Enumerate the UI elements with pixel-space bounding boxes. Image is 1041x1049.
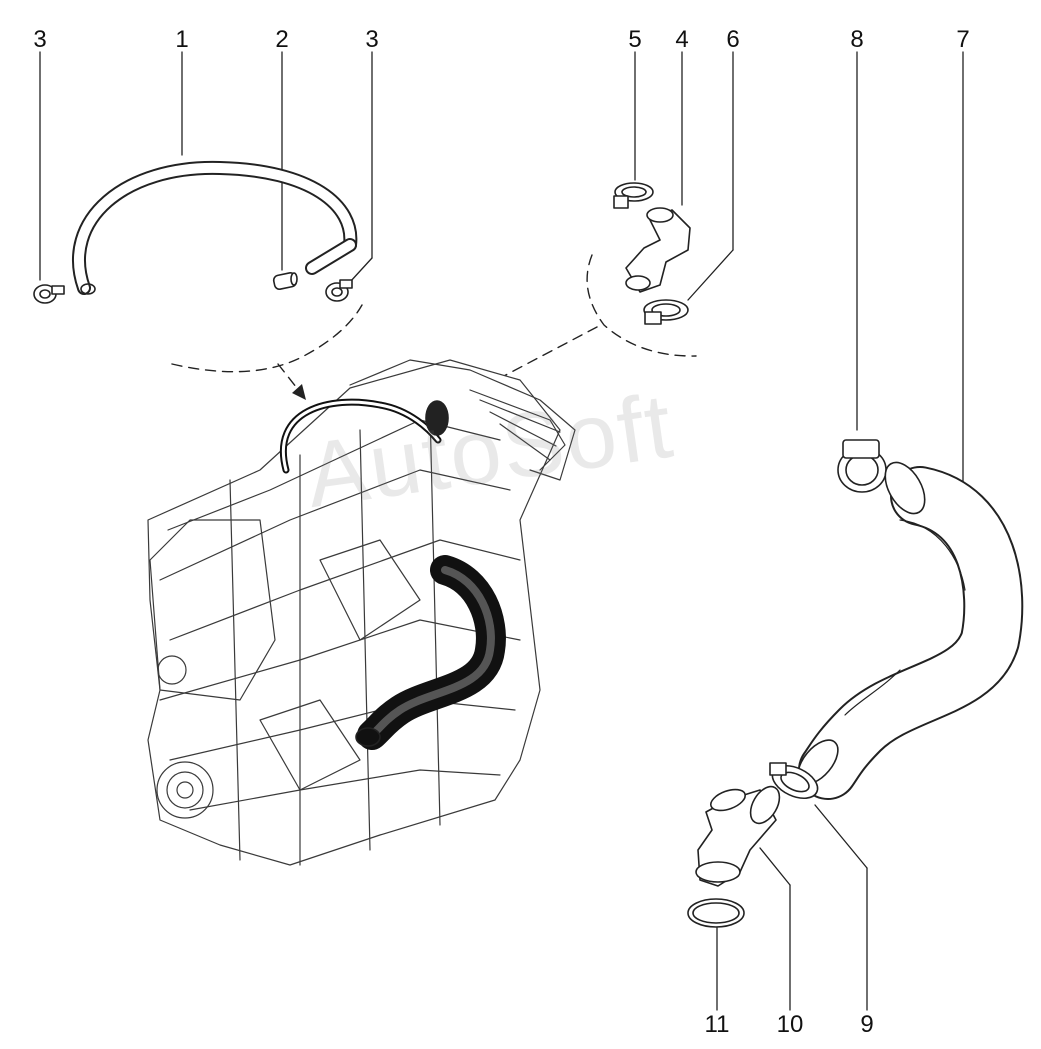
engine-block [147, 359, 576, 866]
plug-2 [272, 271, 298, 291]
clamp-8 [837, 439, 887, 493]
elbow-hose-4 [625, 207, 691, 293]
callout-3: 3 [33, 26, 47, 53]
callout-5: 5 [628, 26, 642, 53]
clamp-5 [613, 182, 654, 209]
leader-lines [39, 51, 964, 1011]
callout-3: 3 [365, 26, 379, 53]
callout-4: 4 [675, 26, 689, 53]
clamp-6 [643, 299, 689, 325]
clamp-9 [769, 762, 819, 800]
engine-hose-highlight [280, 398, 506, 750]
clamp-3-right [325, 279, 353, 302]
callout-11: 11 [704, 1011, 730, 1038]
callout-1: 1 [175, 26, 189, 53]
clamp-3-left [33, 284, 65, 304]
callout-6: 6 [726, 26, 740, 53]
callout-9: 9 [860, 1011, 874, 1038]
radiator-hose-7 [797, 461, 1024, 800]
hose-1 [72, 160, 358, 295]
outlet-pipe-10 [695, 785, 781, 887]
callout-7: 7 [956, 26, 970, 53]
o-ring-11 [687, 898, 745, 928]
callout-10: 10 [776, 1011, 804, 1038]
callout-8: 8 [850, 26, 864, 53]
callout-2: 2 [275, 26, 289, 53]
